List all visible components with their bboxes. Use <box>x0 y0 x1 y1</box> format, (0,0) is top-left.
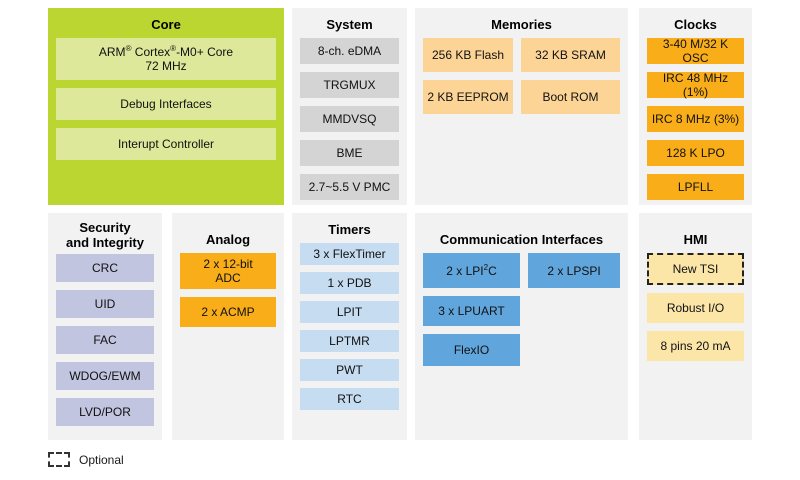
panel-system-blocks: 8-ch. eDMA TRGMUX MMDVSQ BME 2.7~5.5 V P… <box>292 38 407 200</box>
block-label: 2 x LPI2C <box>446 262 497 278</box>
panel-memories-title: Memories <box>491 17 552 32</box>
block-lptmr[interactable]: LPTMR <box>300 330 399 352</box>
block-pmc[interactable]: 2.7~5.5 V PMC <box>300 174 399 200</box>
panel-security-title-line1: Security <box>79 220 131 235</box>
panel-memories: Memories 256 KB Flash 32 KB SRAM 2 KB EE… <box>415 8 628 205</box>
block-lpspi[interactable]: 2 x LPSPI <box>528 253 620 288</box>
block-wdog-ewm[interactable]: WDOG/EWM <box>56 362 154 390</box>
panel-clocks: Clocks 3-40 M/32 K OSC IRC 48 MHz (1%) I… <box>639 8 752 205</box>
panel-timers-title: Timers <box>328 222 371 237</box>
block-mmdvsq[interactable]: MMDVSQ <box>300 106 399 132</box>
legend: Optional <box>48 452 124 467</box>
panel-timers: Timers 3 x FlexTimer 1 x PDB LPIT LPTMR … <box>292 213 407 440</box>
panel-system: System 8-ch. eDMA TRGMUX MMDVSQ BME 2.7~… <box>292 8 407 205</box>
panel-hmi-title: HMI <box>683 232 708 247</box>
block-trgmux[interactable]: TRGMUX <box>300 72 399 98</box>
panel-analog-title: Analog <box>205 232 251 247</box>
block-flexio[interactable]: FlexIO <box>423 334 520 366</box>
block-acmp[interactable]: 2 x ACMP <box>180 297 276 327</box>
block-sram[interactable]: 32 KB SRAM <box>521 38 620 72</box>
block-8-pins-20ma[interactable]: 8 pins 20 mA <box>647 331 744 361</box>
panel-timers-blocks: 3 x FlexTimer 1 x PDB LPIT LPTMR PWT RTC <box>292 243 407 410</box>
block-pwt[interactable]: PWT <box>300 359 399 381</box>
block-irc-48mhz[interactable]: IRC 48 MHz (1%) <box>647 71 744 99</box>
panel-communication-interfaces: Communication Interfaces 2 x LPI2C 2 x L… <box>415 213 628 440</box>
block-bme[interactable]: BME <box>300 140 399 166</box>
block-interupt-controller[interactable]: Interupt Controller <box>56 128 276 160</box>
panel-core-title: Core <box>151 17 181 32</box>
block-lpuart[interactable]: 3 x LPUART <box>423 296 520 326</box>
legend-optional-label: Optional <box>79 452 124 467</box>
communication-spacer <box>528 296 620 326</box>
block-irc-8mhz[interactable]: IRC 8 MHz (3%) <box>647 106 744 132</box>
legend-optional-swatch <box>48 452 70 467</box>
panel-system-title: System <box>326 17 373 32</box>
block-flextimer[interactable]: 3 x FlexTimer <box>300 243 399 265</box>
block-boot-rom[interactable]: Boot ROM <box>521 80 620 114</box>
panel-security-title: Security and Integrity <box>48 213 162 254</box>
block-lpfll[interactable]: LPFLL <box>647 174 744 200</box>
block-fac[interactable]: FAC <box>56 326 154 354</box>
panel-clocks-blocks: 3-40 M/32 K OSC IRC 48 MHz (1%) IRC 8 MH… <box>639 37 752 200</box>
block-lvd-por[interactable]: LVD/POR <box>56 398 154 426</box>
panel-hmi-blocks: New TSI Robust I/O 8 pins 20 mA <box>639 253 752 361</box>
block-pdb[interactable]: 1 x PDB <box>300 272 399 294</box>
block-uid[interactable]: UID <box>56 290 154 318</box>
block-robust-io[interactable]: Robust I/O <box>647 293 744 323</box>
panel-communication-blocks: 2 x LPI2C 2 x LPSPI 3 x LPUART FlexIO <box>415 253 628 366</box>
block-osc[interactable]: 3-40 M/32 K OSC <box>647 37 744 65</box>
block-rtc[interactable]: RTC <box>300 388 399 410</box>
block-edma[interactable]: 8-ch. eDMA <box>300 38 399 64</box>
panel-memories-blocks: 256 KB Flash 32 KB SRAM 2 KB EEPROM Boot… <box>415 38 628 114</box>
block-new-tsi[interactable]: New TSI <box>647 253 744 285</box>
panel-security-title-line2: and Integrity <box>65 235 144 250</box>
block-eeprom[interactable]: 2 KB EEPROM <box>423 80 513 114</box>
panel-security-blocks: CRC UID FAC WDOG/EWM LVD/POR <box>48 254 162 426</box>
block-flash[interactable]: 256 KB Flash <box>423 38 513 72</box>
block-lpit[interactable]: LPIT <box>300 301 399 323</box>
block-lpi2c[interactable]: 2 x LPI2C <box>423 253 520 288</box>
block-lpo[interactable]: 128 K LPO <box>647 140 744 166</box>
block-debug-interfaces[interactable]: Debug Interfaces <box>56 88 276 120</box>
block-crc[interactable]: CRC <box>56 254 154 282</box>
panel-security-and-integrity: Security and Integrity CRC UID FAC WDOG/… <box>48 213 162 440</box>
panel-hmi: HMI New TSI Robust I/O 8 pins 20 mA <box>639 213 752 440</box>
panel-clocks-title: Clocks <box>674 17 717 32</box>
panel-communication-title: Communication Interfaces <box>439 232 604 247</box>
